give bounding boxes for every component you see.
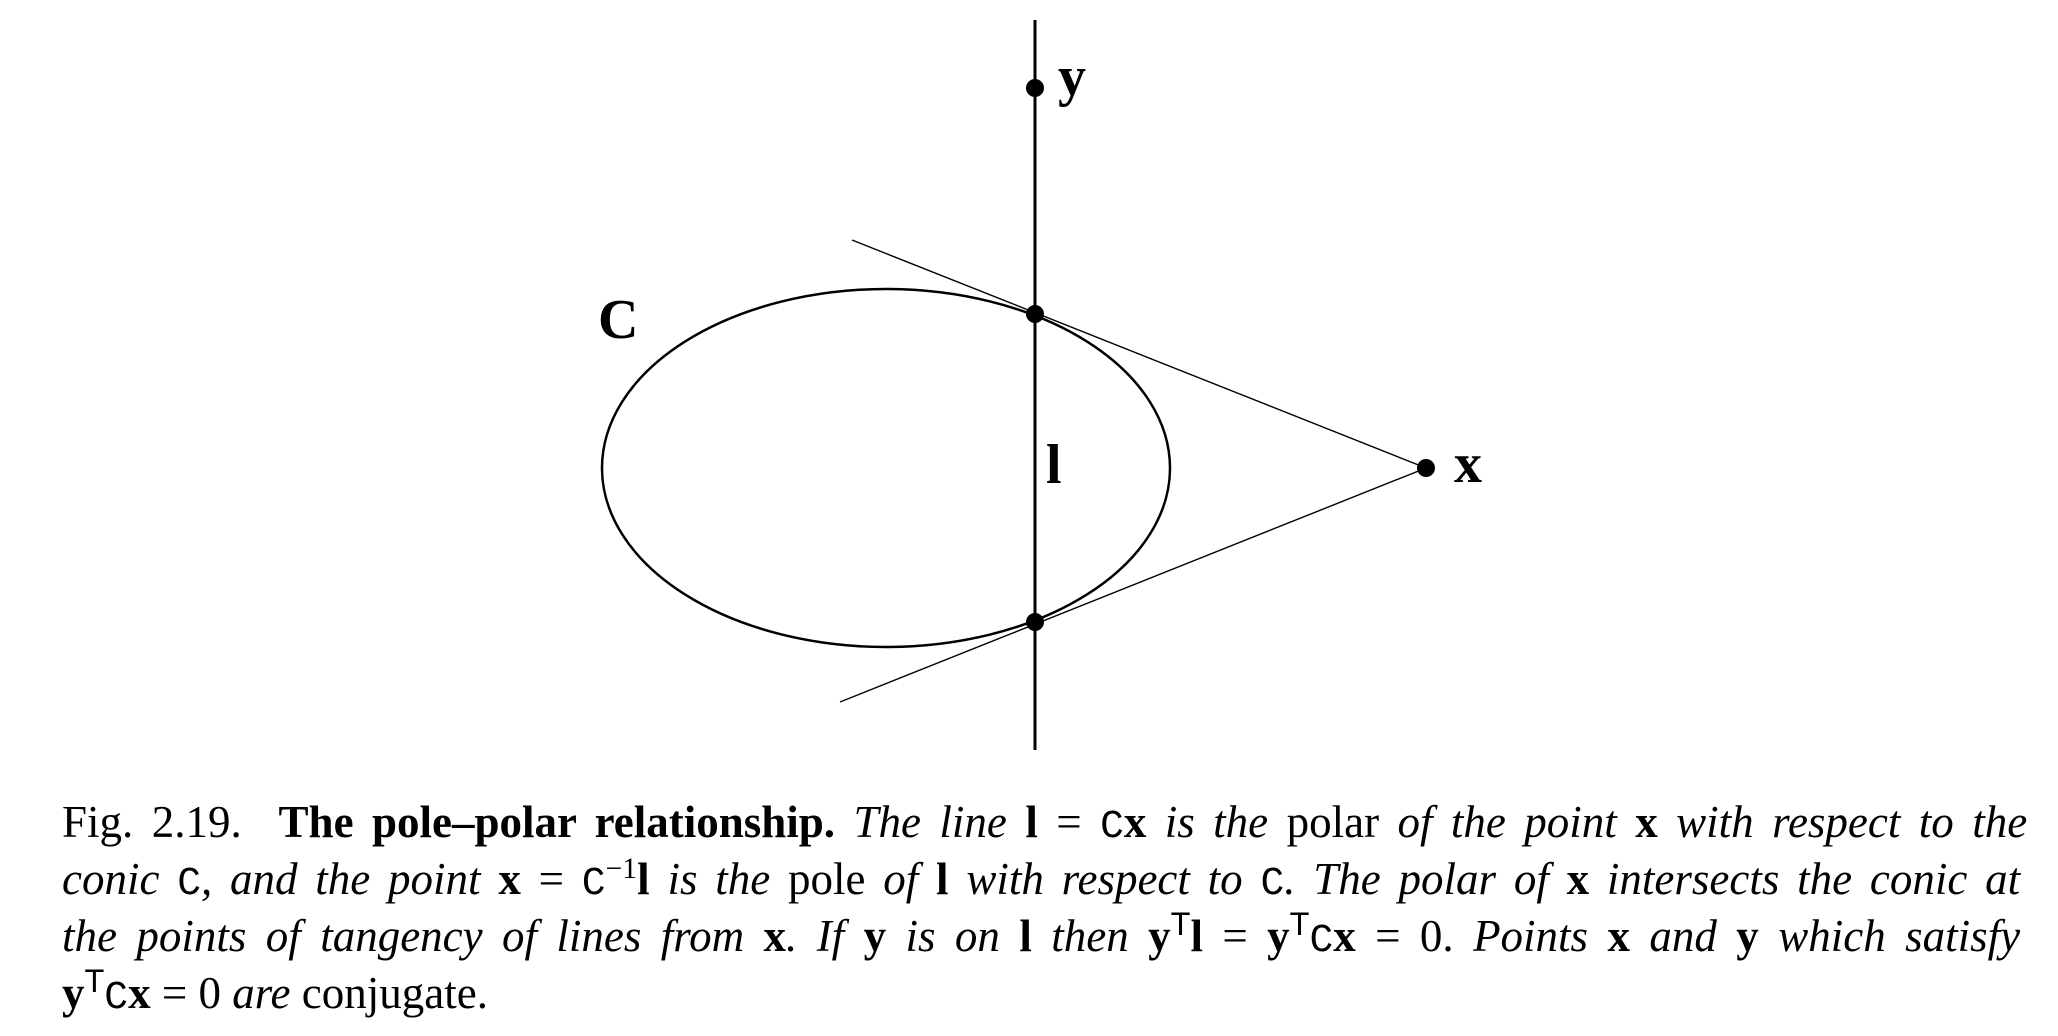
caption-text: is the xyxy=(667,854,771,904)
math-symbol: y xyxy=(863,911,887,961)
math-symbol: l xyxy=(936,854,949,904)
caption-term: conjugate. xyxy=(301,968,488,1018)
caption-line-4: yTCx = 0 are conjugate. xyxy=(62,965,2020,1024)
caption-text: are xyxy=(232,968,291,1018)
math-symbol: l xyxy=(1025,797,1038,847)
math-symbol: C xyxy=(1260,861,1285,906)
math-symbol: y xyxy=(1736,911,1759,961)
caption-text: is on xyxy=(905,911,1000,961)
math-symbol: = xyxy=(1222,911,1248,961)
caption-text: Points xyxy=(1473,911,1589,961)
caption-text: with respect to xyxy=(966,854,1243,904)
caption-text: of the point xyxy=(1397,797,1617,847)
label-point-y: y xyxy=(1058,46,1086,108)
caption-text: intersects the conic at xyxy=(1606,854,2021,904)
caption-text: . If xyxy=(786,911,845,961)
caption-text: is the xyxy=(1164,797,1269,847)
point-y-dot xyxy=(1026,79,1044,97)
math-superscript: T xyxy=(84,963,105,999)
caption-text: , and the point xyxy=(201,854,481,904)
math-superscript: T xyxy=(1289,906,1310,942)
figure-number: Fig. 2.19. xyxy=(62,797,242,847)
figure-caption: Fig. 2.19. The pole–polar relationship. … xyxy=(62,796,2027,1024)
caption-line-2: conic C, and the point x = C−1l is the p… xyxy=(62,853,2020,910)
caption-text: The line xyxy=(853,797,1007,847)
math-symbol: = 0. xyxy=(1375,911,1454,961)
label-point-x: x xyxy=(1454,433,1482,495)
math-symbol: C xyxy=(581,861,606,906)
caption-term: polar xyxy=(1286,797,1380,847)
caption-term: pole xyxy=(787,854,866,904)
math-symbol: x xyxy=(1566,854,1590,904)
math-symbol: y xyxy=(62,968,85,1018)
label-line-l: l xyxy=(1046,434,1062,496)
conic-ellipse xyxy=(600,287,1172,649)
caption-text: with respect to the xyxy=(1676,797,2028,847)
math-symbol: = xyxy=(538,854,564,904)
caption-text: which satisfy xyxy=(1778,911,2021,961)
math-superscript: T xyxy=(1170,906,1191,942)
caption-text: and xyxy=(1649,911,1717,961)
tangent-line-upper xyxy=(851,239,1427,469)
math-symbol: = 0 xyxy=(161,968,221,1018)
math-symbol: C xyxy=(177,861,201,906)
caption-text: . The polar of xyxy=(1284,854,1549,904)
math-symbol: x xyxy=(1635,797,1658,847)
math-symbol: y xyxy=(1267,911,1290,961)
math-superscript: −1 xyxy=(605,853,638,885)
math-symbol: x xyxy=(498,854,521,904)
caption-text: of xyxy=(883,854,919,904)
caption-line-3: the points of tangency of lines from x. … xyxy=(62,908,2021,967)
math-symbol: l xyxy=(1190,911,1203,961)
caption-text: conic xyxy=(62,854,160,904)
caption-line-1: Fig. 2.19. The pole–polar relationship. … xyxy=(62,796,2027,853)
math-symbol: l xyxy=(637,854,650,904)
pole-polar-diagram: C y l x xyxy=(598,20,1482,750)
math-symbol: x xyxy=(1333,911,1356,961)
tangent-line-lower xyxy=(839,467,1427,703)
point-x-dot xyxy=(1417,459,1435,477)
tangency-point-upper xyxy=(1026,305,1044,323)
label-conic-c: C xyxy=(598,289,638,351)
math-symbol: l xyxy=(1019,911,1032,961)
caption-text: then xyxy=(1051,911,1129,961)
math-symbol: y xyxy=(1148,911,1171,961)
math-symbol: C xyxy=(1309,918,1334,963)
math-symbol: C xyxy=(1100,804,1124,849)
caption-title: The pole–polar relationship. xyxy=(278,797,836,847)
math-symbol: x xyxy=(763,911,787,961)
tangency-point-lower xyxy=(1026,613,1044,631)
math-symbol: C xyxy=(104,975,129,1020)
math-symbol: x xyxy=(128,968,151,1018)
math-symbol: x xyxy=(1123,797,1147,847)
caption-text: the points of tangency of lines from xyxy=(62,911,745,961)
math-symbol: = xyxy=(1056,797,1082,847)
math-symbol: x xyxy=(1607,911,1630,961)
